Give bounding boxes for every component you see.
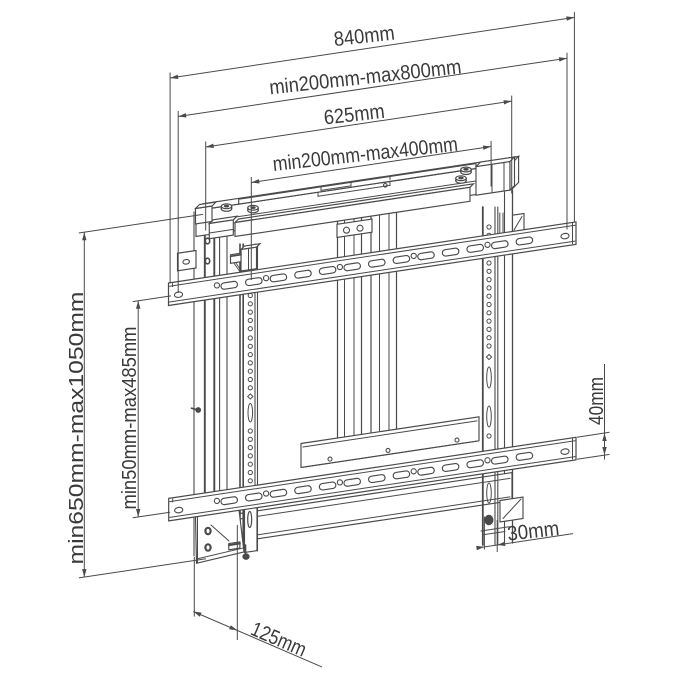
vertical-rail-right <box>481 206 504 546</box>
dimension-d840: 840mm <box>169 11 575 283</box>
dimension-d1050: min650mm-max1050mm <box>65 213 207 579</box>
bracket-drawing <box>167 154 577 565</box>
bottom-bracket-left <box>194 506 258 565</box>
dim-label-d125: 125mm <box>247 617 309 661</box>
carriage-plate <box>300 416 480 469</box>
dim-label-d800: min200mm-max800mm <box>268 55 462 99</box>
dimension-d485: min50mm-max485mm <box>118 295 172 519</box>
tv-rail-bottom <box>168 436 577 522</box>
dim-label-d485: min50mm-max485mm <box>118 327 141 510</box>
dim-label-d1050: min650mm-max1050mm <box>65 292 88 565</box>
dim-label-d625: 625mm <box>323 100 386 130</box>
dimension-d30: 30mm <box>476 516 574 552</box>
top-crossbar-assembly <box>193 154 521 240</box>
dim-label-d30: 30mm <box>506 517 560 546</box>
bottom-bracket-right <box>480 496 524 536</box>
dim-label-d40: 40mm <box>585 377 608 425</box>
channel-top-plate <box>336 218 373 239</box>
dimension-d40: 40mm <box>576 364 610 460</box>
lift-channels <box>336 206 398 440</box>
dim-label-d840: 840mm <box>333 22 396 52</box>
tv-rail-top <box>167 221 577 307</box>
